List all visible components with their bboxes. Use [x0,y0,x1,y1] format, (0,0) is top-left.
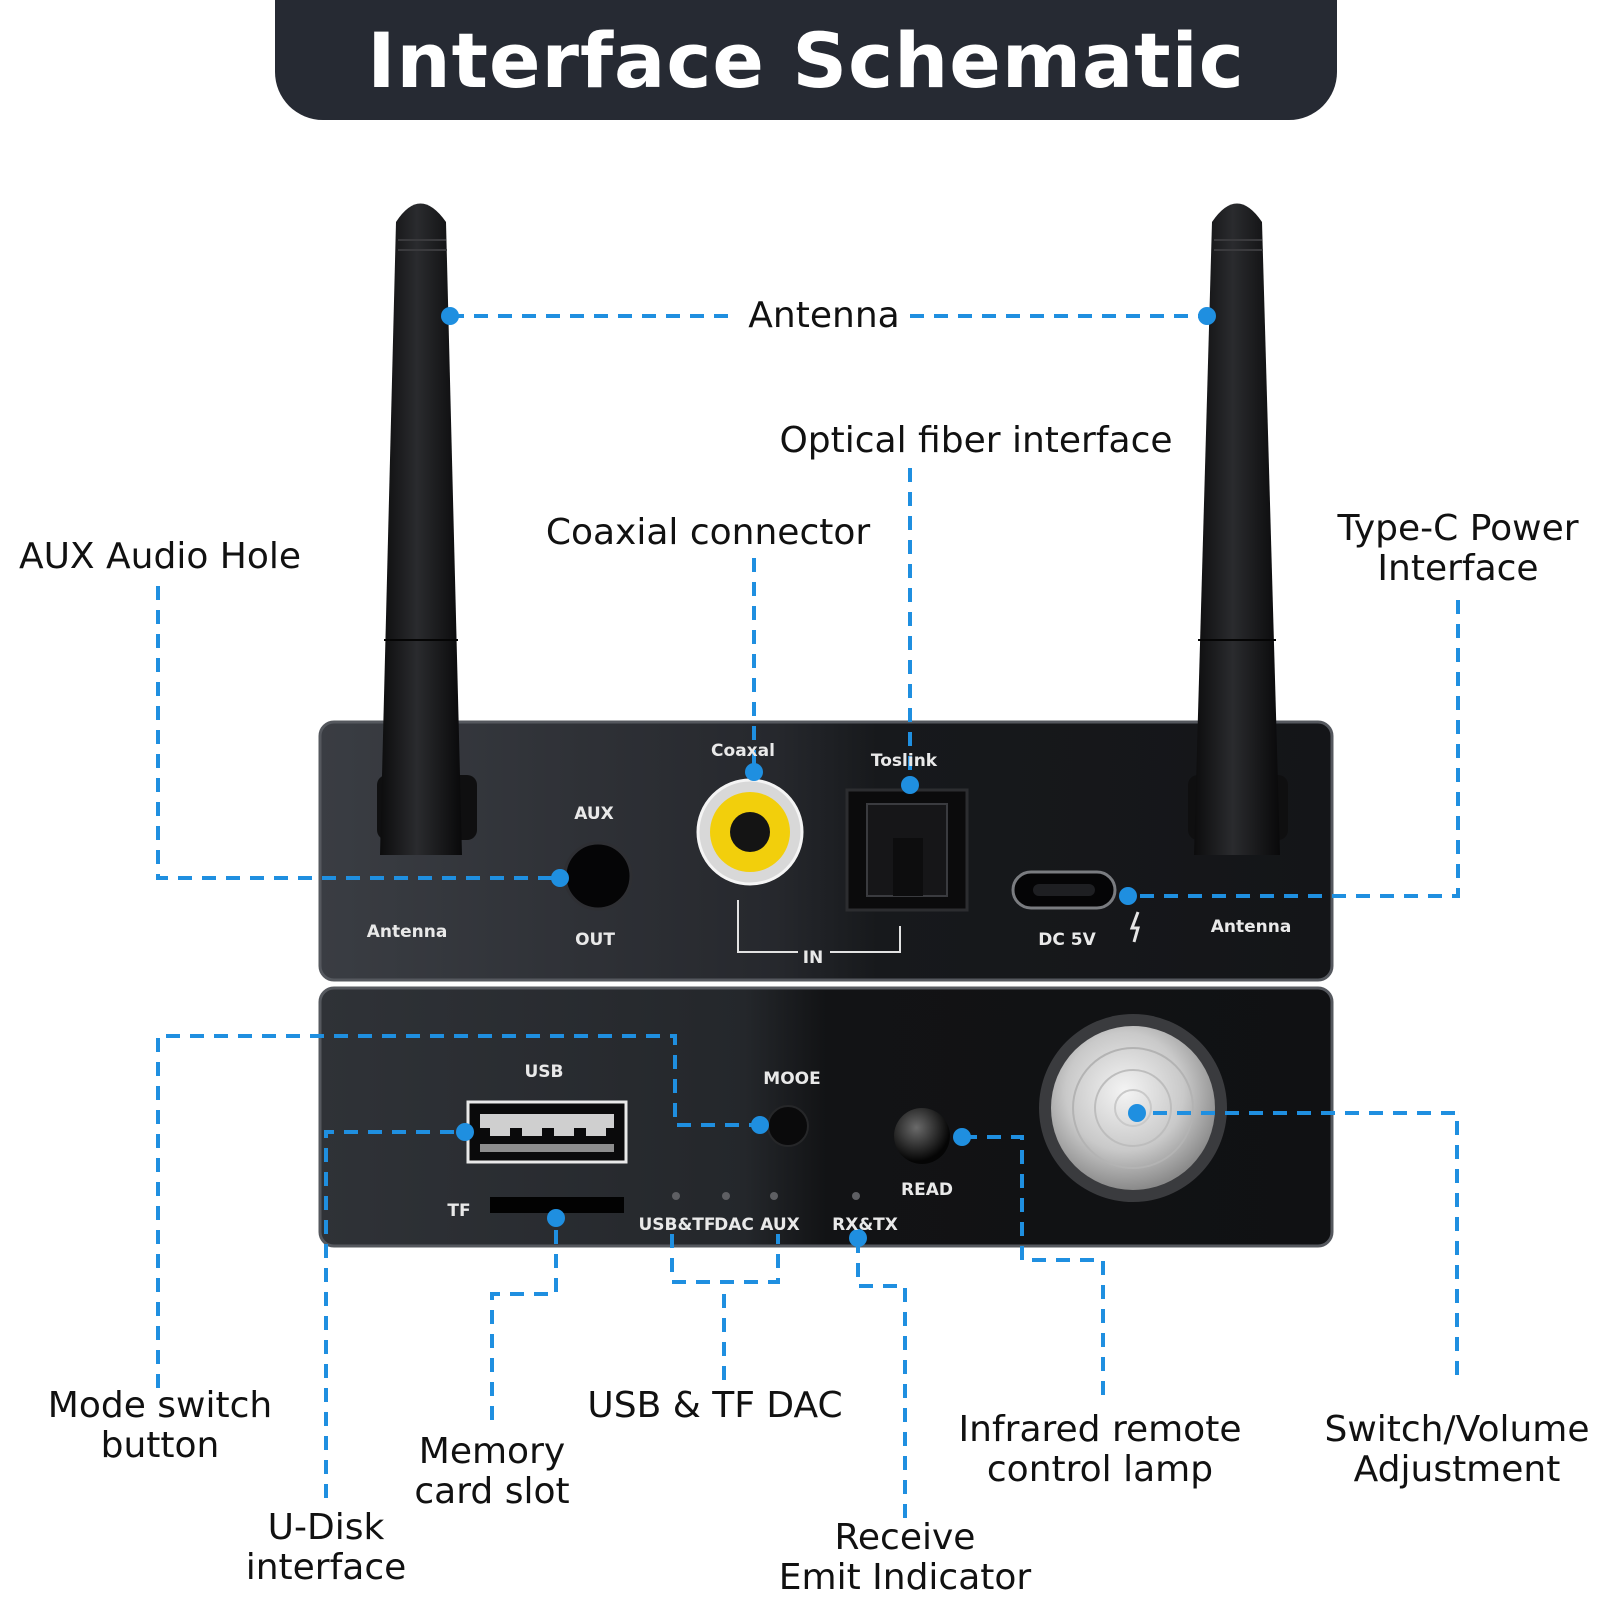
antenna-left [377,203,477,855]
callout-antenna: Antenna [748,295,900,336]
led-dac [722,1192,730,1200]
panel-label-usbtf: USB&TF [638,1215,716,1235]
led-rxtx [852,1192,860,1200]
panel-label-rxtx: RX&TX [832,1215,898,1235]
panel-label-dac: DAC [714,1215,754,1235]
dot-antenna-right [1198,307,1216,325]
dot-infrared [953,1128,971,1146]
callout-receive: Receive Emit Indicator [779,1518,1031,1598]
dot-udisk [456,1123,474,1141]
top-panel-body [318,720,1334,982]
panel-label-coaxial: Coaxal [711,741,775,761]
callout-switch-line1: Switch/Volume [1324,1409,1590,1450]
title-banner: Interface Schematic [275,0,1337,120]
callout-usbtf: USB & TF DAC [587,1385,843,1426]
ir-receiver [894,1108,950,1164]
toslink-port [845,788,969,912]
callout-switch-line2: Adjustment [1353,1449,1561,1490]
callout-memory-line1: Memory [418,1431,566,1472]
callout-infrared: Infrared remote control lamp [959,1410,1242,1490]
page-title: Interface Schematic [367,15,1245,105]
callout-dots [441,307,1216,1247]
line-mode [156,1034,760,1388]
callout-typec-line2: Interface [1377,548,1539,589]
lightning-icon [1129,911,1140,943]
callout-receive-line1: Receive [834,1517,976,1558]
line-udisk [324,1130,465,1498]
panel-label-tf: TF [447,1201,471,1221]
line-usbtf [670,1234,780,1380]
coaxial-jack [696,778,804,886]
usb-port [466,1100,628,1164]
panel-label-antenna-right: Antenna [1210,917,1292,937]
callout-udisk-line2: interface [245,1547,407,1588]
bottom-panel [318,986,1334,1248]
callout-infrared-line1: Infrared remote [958,1409,1242,1450]
panel-label-in: IN [802,948,824,968]
callout-udisk-line1: U-Disk [267,1507,385,1548]
callout-switch: Switch/Volume Adjustment [1324,1410,1589,1490]
in-bracket [737,900,901,953]
dot-receive [849,1229,867,1247]
callout-udisk: U-Disk interface [246,1508,407,1588]
dot-antenna-left [441,307,459,325]
antenna-right [1188,203,1288,855]
panel-label-aux-led: AUX [760,1215,800,1235]
callout-lines [156,314,1460,1518]
panel-label-dc: DC 5V [1038,930,1096,950]
dot-optical [901,776,919,794]
mode-button [767,1105,809,1147]
panel-label-toslink: Toslink [870,751,938,771]
panel-label-usb: USB [524,1062,564,1082]
led-aux [770,1192,778,1200]
panel-label-aux: AUX [574,804,614,824]
dot-coaxial [745,763,763,781]
callout-mode-line2: button [100,1425,220,1466]
callout-typec-line1: Type-C Power [1337,508,1579,549]
callout-optical: Optical fiber interface [779,420,1173,461]
callout-infrared-line2: control lamp [986,1449,1214,1490]
panel-label-mode: MOOE [763,1069,821,1089]
panel-label-out: OUT [575,930,615,950]
dot-aux [551,869,569,887]
led-usbtf [672,1192,680,1200]
tf-slot [490,1197,624,1213]
callout-receive-line2: Emit Indicator [778,1557,1032,1598]
callout-typec: Type-C Power Interface [1337,509,1578,589]
dot-switch [1128,1104,1146,1122]
type-c-inner [1033,884,1095,896]
aux-jack [563,841,633,911]
line-receive [856,1238,907,1518]
dot-memory [547,1209,565,1227]
line-memory [490,1218,558,1420]
dot-mode [751,1116,769,1134]
line-infrared [962,1135,1105,1395]
callout-mode: Mode switch button [48,1386,272,1466]
callout-mode-line1: Mode switch [47,1385,273,1426]
panel-label-antenna-left: Antenna [366,922,448,942]
panel-label-read: READ [901,1180,953,1200]
callout-coaxial: Coaxial connector [545,512,871,553]
callout-memory-line2: card slot [414,1471,570,1512]
callout-memory: Memory card slot [414,1432,569,1512]
dot-typec [1119,887,1137,905]
line-aux [156,586,560,880]
line-typec [1130,600,1460,898]
callout-aux: AUX Audio Hole [18,536,302,577]
top-panel [318,720,1334,982]
